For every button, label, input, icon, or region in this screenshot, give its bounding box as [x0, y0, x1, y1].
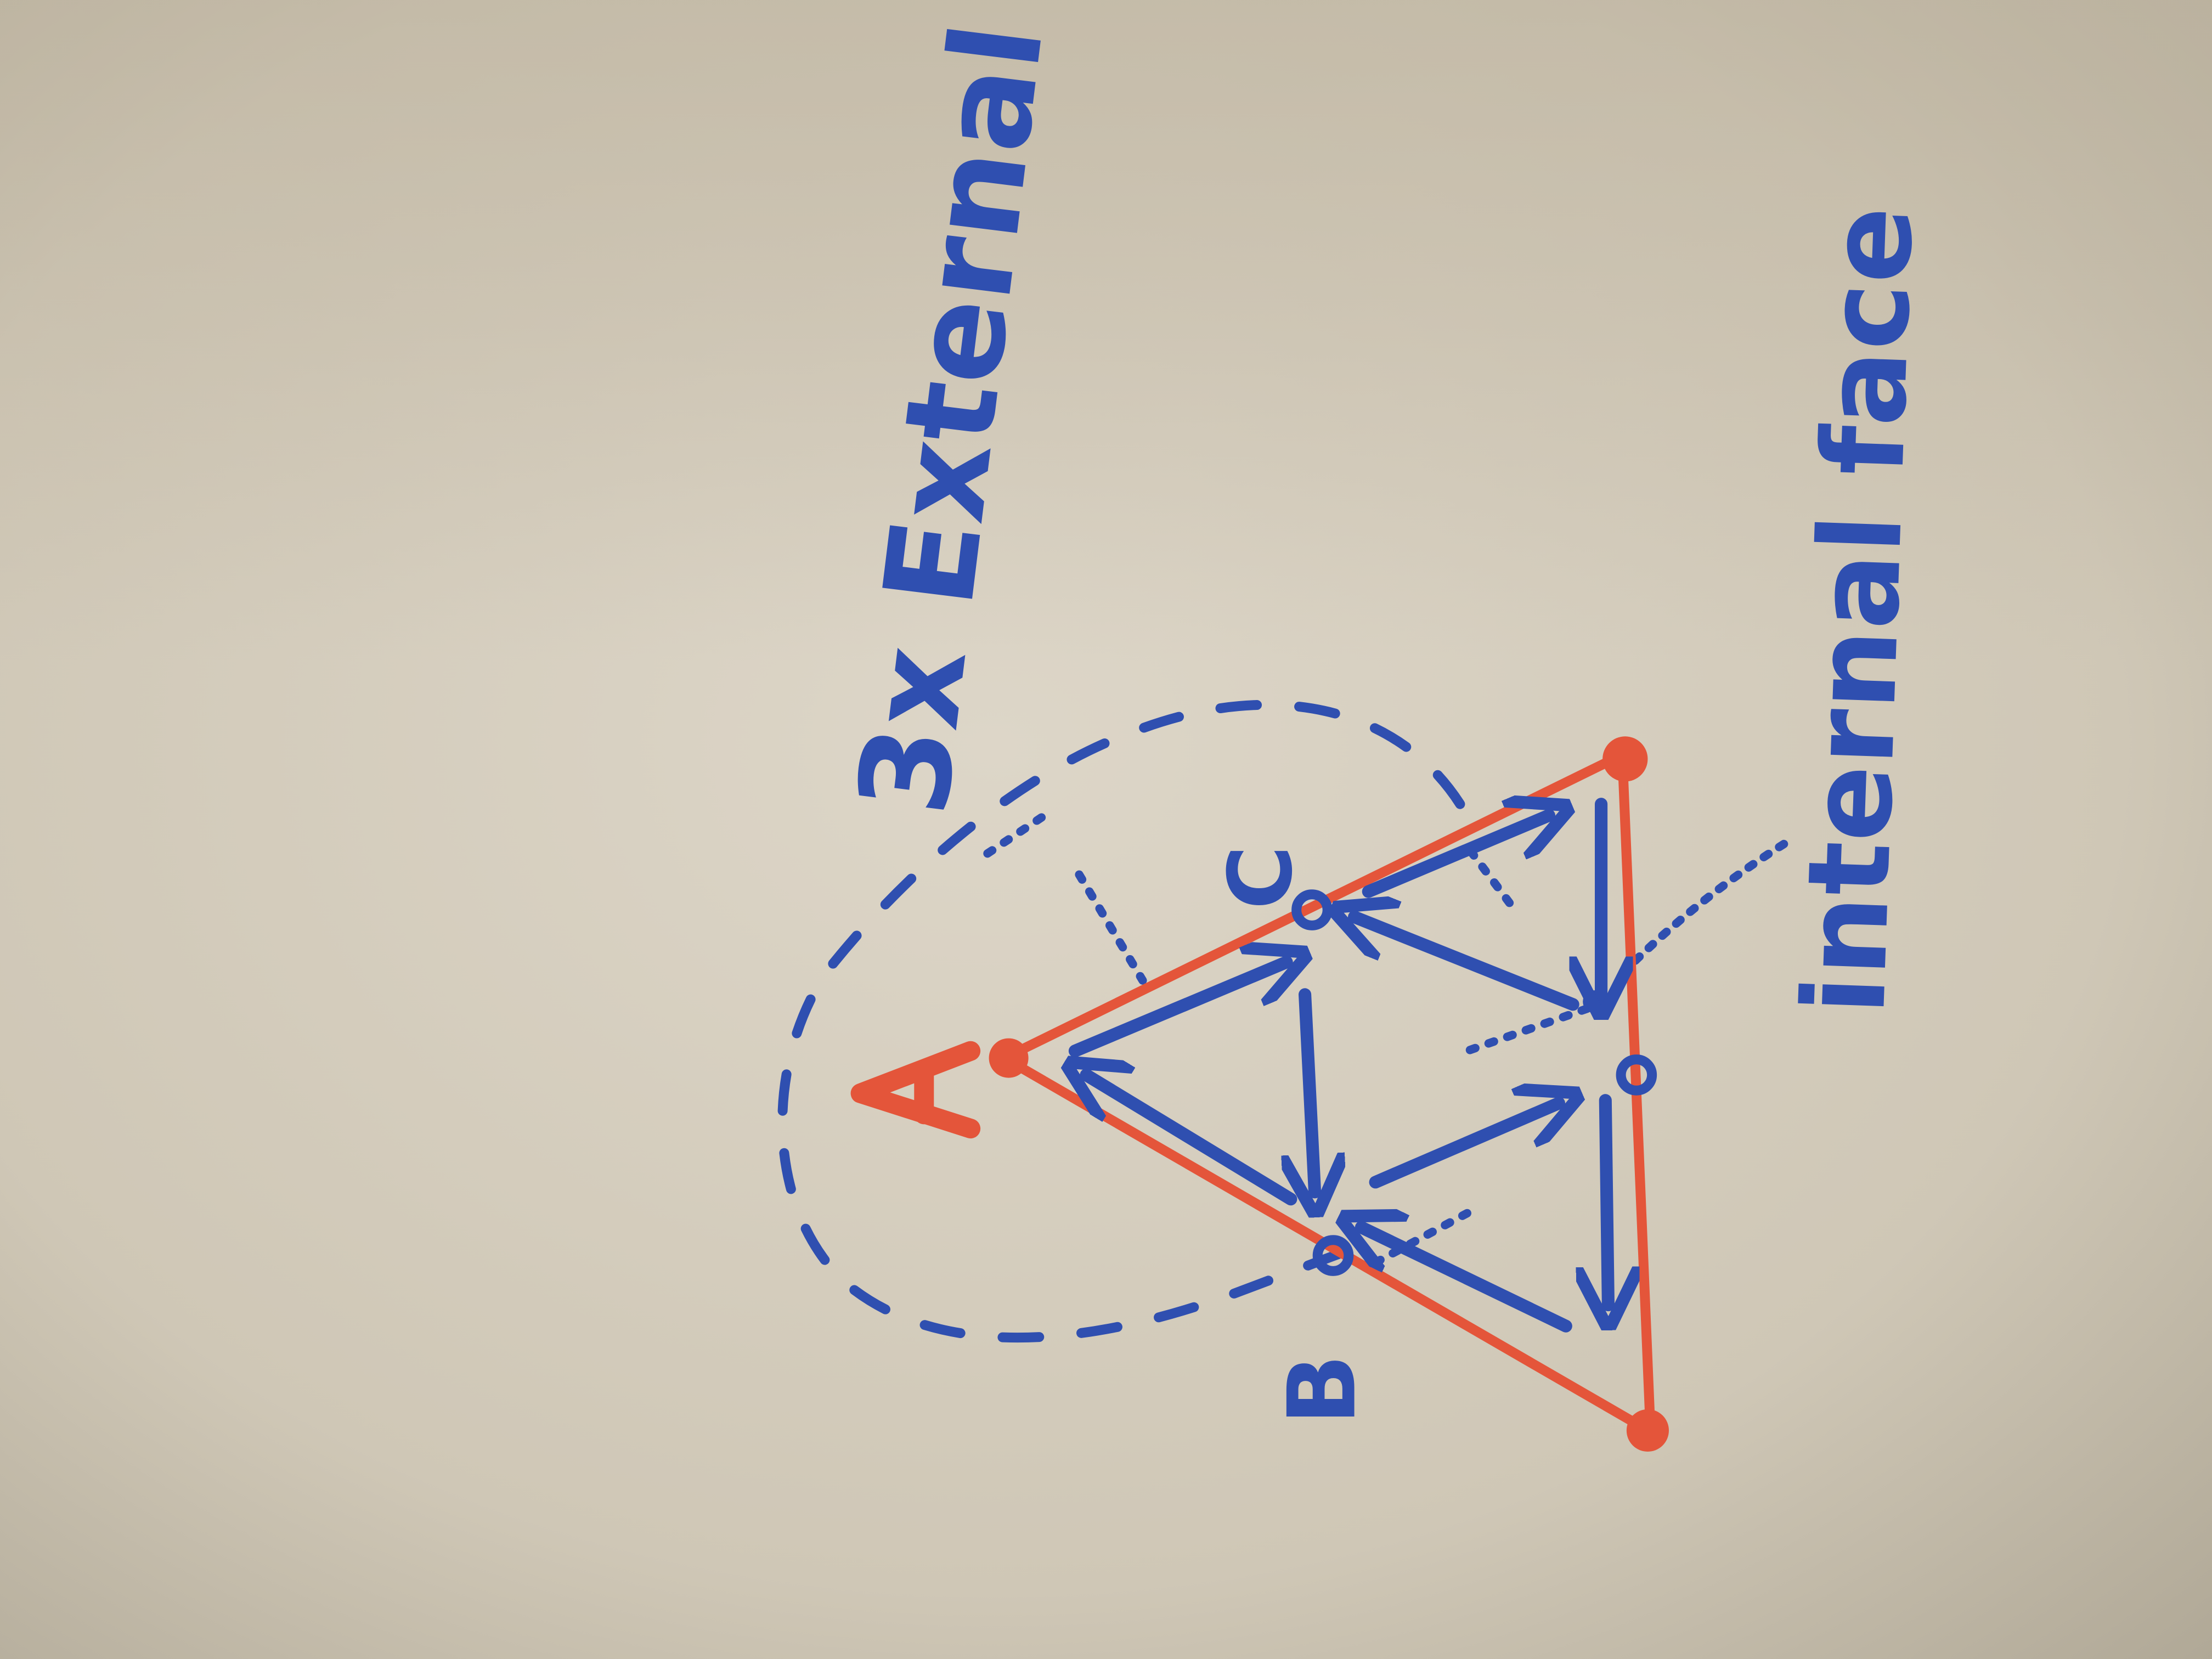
vertex-a-dot — [989, 1038, 1029, 1078]
arrow-right-down — [1605, 1094, 1608, 1305]
dotted-inner-line-2 — [1463, 842, 1514, 907]
vertex-bottom-dot — [1626, 1409, 1669, 1452]
arrow-b-to-right — [1369, 1103, 1559, 1189]
arrow-b-to-a — [1086, 1075, 1297, 1206]
arrow-c-to-top — [1362, 815, 1549, 898]
vertex-a-arrow — [850, 1041, 981, 1139]
arrow-to-b — [1361, 1227, 1572, 1333]
half-edge-arrows — [1068, 804, 1608, 1333]
label-internal-face: internal face — [1779, 204, 1938, 1017]
external-face-dashed-curve — [777, 699, 1465, 1343]
arrow-inner-to-c — [1355, 917, 1579, 1011]
label-vertex-c: C — [1210, 845, 1312, 910]
dotted-outer-line-1 — [1075, 870, 1147, 985]
node-right — [1616, 1054, 1657, 1096]
label-vertex-b: B — [1268, 1354, 1377, 1425]
arrow-c-to-b — [1305, 988, 1315, 1192]
arrow-a-to-c — [1068, 962, 1286, 1058]
dotted-inner-line-1 — [1463, 1004, 1592, 1056]
dotted-outer-line-2 — [983, 806, 1056, 858]
internal-face-dotted-leader — [1618, 839, 1789, 978]
vertex-top-dot — [1602, 736, 1648, 782]
